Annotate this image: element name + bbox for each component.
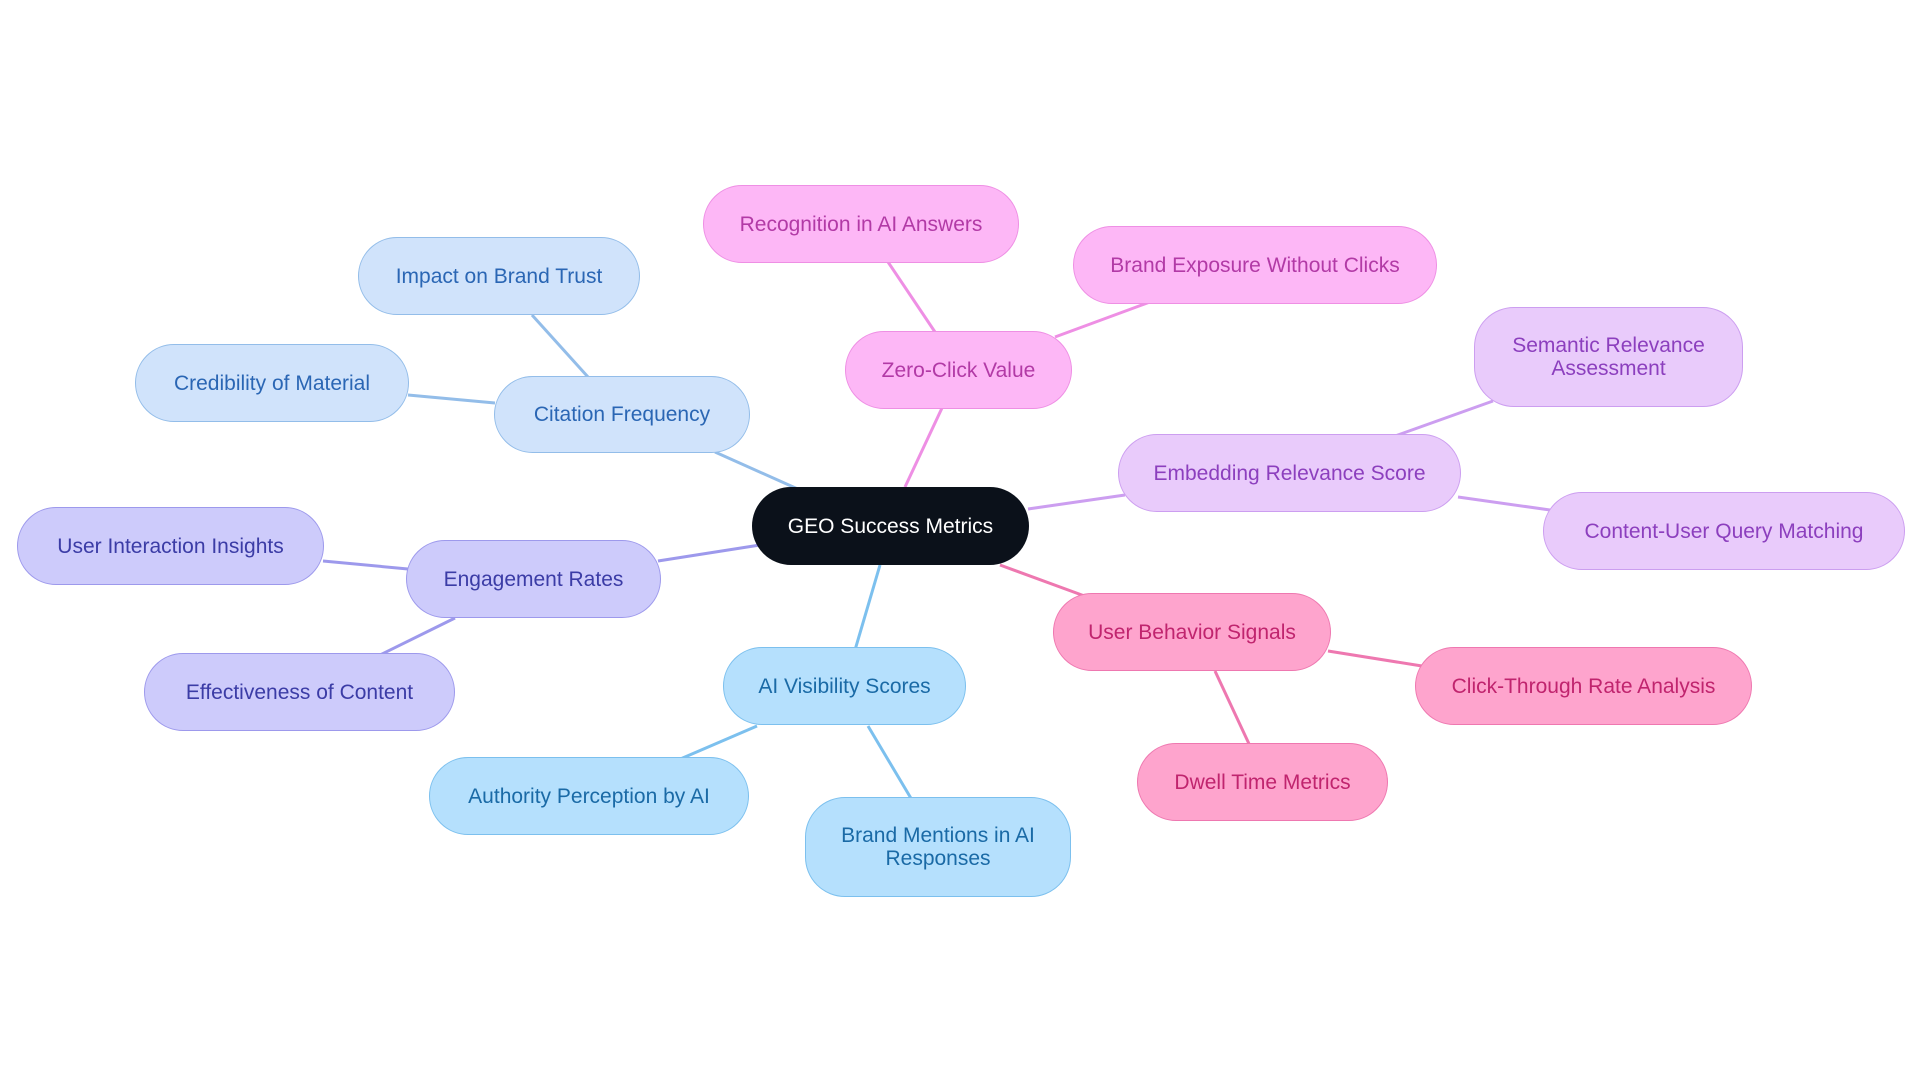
edge-embedding-semantic [1394,399,1494,438]
branch-engagement-rates: Engagement Rates [406,540,661,618]
edge-center-citation [714,450,801,492]
branch-citation-frequency: Citation Frequency [494,376,750,453]
edge-citation-credibility [407,393,496,405]
edge-engagement-interaction [322,559,409,571]
leaf-brand-exposure-without-clicks: Brand Exposure Without Clicks [1073,226,1437,304]
edge-center-zeroclick [903,407,944,488]
edge-citation-brand-trust [530,313,590,379]
leaf-content-user-query-matching: Content-User Query Matching [1543,492,1905,570]
leaf-recognition-in-ai-answers: Recognition in AI Answers [703,185,1019,263]
leaf-dwell-time-metrics: Dwell Time Metrics [1137,743,1388,821]
edge-visibility-mentions [866,725,914,801]
edge-behavior-ctr [1327,649,1423,668]
branch-ai-visibility-scores: AI Visibility Scores [723,647,966,725]
edge-center-embedding [1027,493,1126,511]
leaf-impact-on-brand-trust: Impact on Brand Trust [358,237,640,315]
edge-embedding-query [1457,495,1551,512]
edge-visibility-authority [677,724,758,762]
branch-user-behavior-signals: User Behavior Signals [1053,593,1331,671]
edge-behavior-dwell [1213,670,1252,747]
central-node: GEO Success Metrics [752,487,1029,565]
edge-zeroclick-recognition [886,261,937,333]
edge-center-visibility [853,564,882,651]
edge-engagement-effectiveness [379,616,456,657]
branch-zero-click-value: Zero-Click Value [845,331,1072,409]
leaf-authority-perception-by-ai: Authority Perception by AI [429,757,749,835]
branch-embedding-relevance-score: Embedding Relevance Score [1118,434,1461,512]
leaf-credibility-of-material: Credibility of Material [135,344,409,422]
leaf-user-interaction-insights: User Interaction Insights [17,507,324,585]
leaf-click-through-rate-analysis: Click-Through Rate Analysis [1415,647,1752,725]
edge-center-engagement [657,543,761,563]
leaf-effectiveness-of-content: Effectiveness of Content [144,653,455,731]
edge-zeroclick-exposure [1054,300,1151,339]
edge-center-behavior [999,563,1091,600]
leaf-brand-mentions-in-ai-responses: Brand Mentions in AI Responses [805,797,1071,897]
leaf-semantic-relevance-assessment: Semantic Relevance Assessment [1474,307,1743,407]
